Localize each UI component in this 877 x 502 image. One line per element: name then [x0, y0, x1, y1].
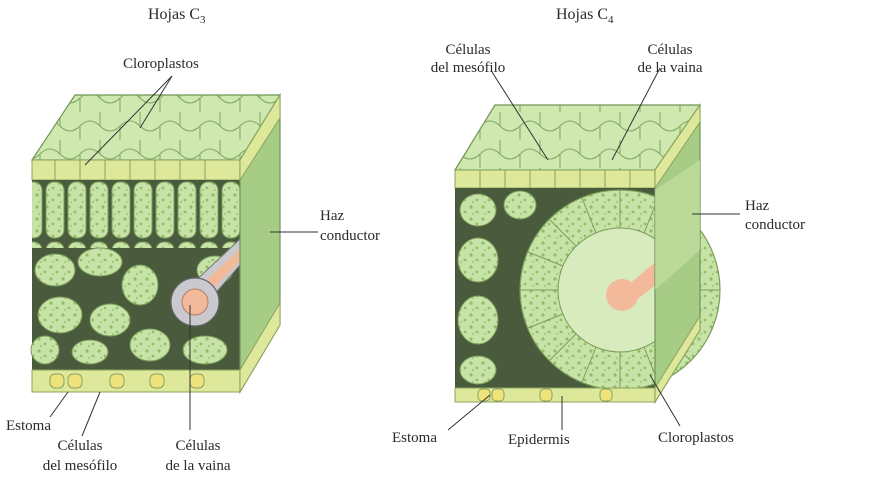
- c4-label-epidermis: Epidermis: [508, 432, 570, 448]
- c3-label-vascular-line1: Haz: [320, 208, 345, 224]
- c3-label-chloroplasts: Cloroplastos: [123, 56, 199, 72]
- c4-label-sheath-line1: Células: [647, 42, 693, 58]
- c4-label-sheath-line2: de la vaina: [637, 60, 703, 76]
- leader-lines: [49, 67, 740, 437]
- c4-label-vascular-line2: conductor: [745, 217, 805, 233]
- c3-top-surface: [30, 94, 282, 161]
- c3-title: Hojas C3: [148, 6, 206, 27]
- c3-label-vascular-line2: conductor: [320, 228, 380, 244]
- c4-title: Hojas C4: [556, 6, 614, 27]
- c3-label-sheath-line1: Células: [175, 438, 221, 454]
- c4-label-chloroplasts: Cloroplastos: [658, 430, 734, 446]
- c3-upper-epidermis: [31, 159, 241, 181]
- c3-leaf-block: [30, 92, 282, 395]
- c4-leaf-block: [453, 103, 721, 405]
- c4-label-vascular-line1: Haz: [745, 198, 770, 214]
- c4-label-stoma: Estoma: [392, 430, 437, 446]
- c3-label-mesophyll-line1: Células: [57, 438, 103, 454]
- c4-label-mesophyll-line2: del mesófilo: [430, 60, 506, 76]
- c4-label-mesophyll-line1: Células: [445, 42, 491, 58]
- c3-label-sheath-line2: de la vaina: [165, 458, 231, 474]
- c3-label-stoma: Estoma: [6, 418, 51, 434]
- c3-label-mesophyll-line2: del mesófilo: [42, 458, 118, 474]
- c3-palisade-mesophyll: [32, 180, 240, 248]
